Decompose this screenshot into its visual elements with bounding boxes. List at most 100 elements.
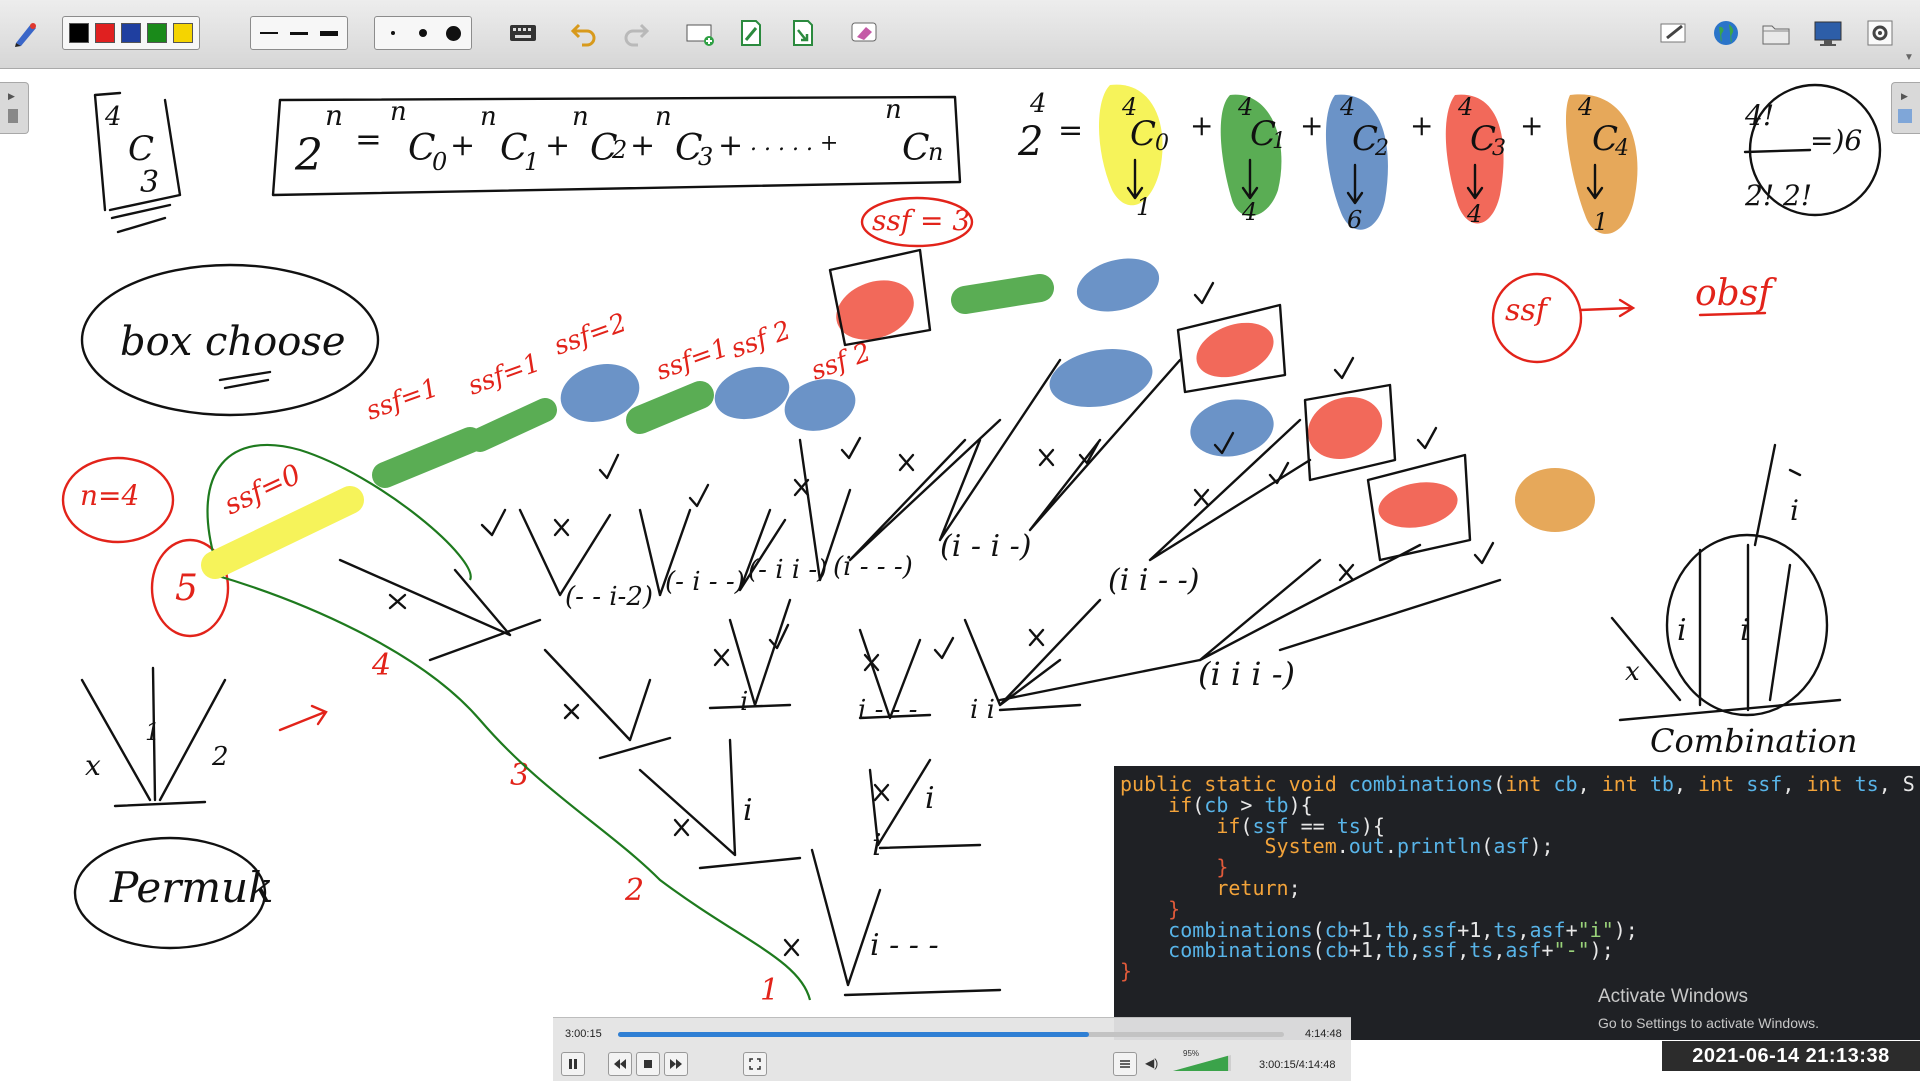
- stop-button[interactable]: [636, 1052, 660, 1076]
- svg-text:=: =: [1058, 113, 1083, 148]
- code-token: ssf: [1746, 772, 1783, 796]
- playlist-button[interactable]: [1113, 1052, 1137, 1076]
- code-token: "-": [1553, 938, 1590, 963]
- expansion-4: 4 2 = 4 C 0 + 4 C 1 + 4 C 2 + 4 C 3 + 4 …: [1017, 84, 1638, 236]
- recursion-tree: [338, 358, 1502, 997]
- settings-icon[interactable]: [1862, 14, 1898, 52]
- code-line: }: [1120, 959, 1132, 984]
- fullscreen-icon: [749, 1058, 761, 1070]
- code-token: +1,: [1348, 917, 1385, 942]
- globe-icon[interactable]: [1708, 14, 1744, 52]
- right-panel-tab[interactable]: ▶: [1891, 82, 1920, 134]
- line-width-medium[interactable]: [287, 24, 311, 42]
- undo-icon[interactable]: [566, 14, 602, 52]
- next-page-icon[interactable]: [784, 14, 820, 52]
- svg-text:C: C: [1250, 114, 1276, 154]
- svg-text:3: 3: [1492, 136, 1506, 161]
- line-width-thin[interactable]: [257, 24, 281, 42]
- nc3-superscript: 4: [104, 102, 122, 132]
- svg-text:1: 1: [524, 148, 539, 176]
- code-token: if: [1120, 813, 1241, 838]
- color-swatch-green[interactable]: [147, 23, 167, 43]
- code-token: int: [1698, 772, 1747, 796]
- svg-text:4: 4: [1121, 93, 1137, 121]
- code-token: ,: [1493, 938, 1506, 963]
- selected-boxes: [828, 248, 1472, 562]
- code-line: combinations(cb+1,tb,ssf+1,ts,asf+"i");: [1120, 918, 1638, 943]
- chevron-down-icon[interactable]: ▼: [1904, 52, 1914, 63]
- fullscreen-button[interactable]: [743, 1052, 767, 1076]
- nc3-subscript: 3: [140, 165, 159, 200]
- recording-timestamp: 2021-06-14 21:13:38: [1662, 1041, 1920, 1071]
- pause-button[interactable]: [561, 1052, 585, 1076]
- redo-icon[interactable]: [618, 14, 654, 52]
- color-swatch-blue[interactable]: [121, 23, 141, 43]
- folder-icon[interactable]: [1758, 14, 1794, 52]
- dot-size-large[interactable]: [441, 24, 465, 42]
- svg-text:2: 2: [611, 136, 627, 164]
- pen-icon[interactable]: [1656, 14, 1692, 52]
- svg-text:+: +: [1300, 109, 1323, 142]
- svg-text:n: n: [572, 102, 589, 132]
- svg-text:2: 2: [294, 130, 323, 181]
- color-swatch-red[interactable]: [95, 23, 115, 43]
- skip-back-button[interactable]: [608, 1052, 632, 1076]
- code-token: }: [1120, 896, 1181, 921]
- dot-size-medium[interactable]: [411, 24, 435, 42]
- svg-text:4: 4: [1614, 136, 1629, 161]
- code-token: combinations: [1120, 938, 1313, 963]
- keyboard-icon[interactable]: [505, 14, 541, 52]
- left-panel-tab[interactable]: ▶: [0, 82, 29, 134]
- code-token: combinations: [1120, 917, 1313, 942]
- svg-text:n: n: [390, 97, 407, 127]
- svg-text:ssf=1: ssf=1: [362, 373, 442, 427]
- svg-text:0: 0: [432, 148, 447, 176]
- watermark-title: Activate Windows: [1598, 986, 1748, 1007]
- code-token: cb: [1553, 772, 1578, 796]
- eraser-icon[interactable]: [846, 14, 882, 52]
- top-toolbar: ▼: [0, 0, 1920, 69]
- color-swatch-yellow[interactable]: [173, 23, 193, 43]
- volume-icon[interactable]: ◀): [1145, 1056, 1159, 1070]
- code-token: (: [1192, 792, 1205, 817]
- code-token: ,: [1517, 917, 1530, 942]
- code-token: .: [1336, 834, 1349, 859]
- whiteboard-canvas[interactable]: .ink{fill:none;stroke:#111;stroke-width:…: [0, 69, 1920, 1080]
- new-page-icon[interactable]: [682, 14, 718, 52]
- svg-text:(i i i -): (i i i -): [1198, 655, 1295, 693]
- code-token: (: [1240, 813, 1253, 838]
- code-token: }: [1120, 855, 1229, 880]
- pause-icon: [569, 1059, 577, 1069]
- skip-back-icon: [614, 1059, 626, 1069]
- previous-page-icon[interactable]: [732, 14, 768, 52]
- line-width-thick[interactable]: [317, 24, 341, 42]
- skip-forward-button[interactable]: [664, 1052, 688, 1076]
- svg-text:(i - i -): (i - i -): [940, 529, 1031, 564]
- code-token: ssf: [1421, 938, 1458, 963]
- code-token: combinations: [1348, 772, 1494, 796]
- expand-arrow-icon: ▶: [8, 91, 15, 101]
- svg-text:n: n: [655, 102, 672, 132]
- code-line: public static void combinations(int cb, …: [1120, 772, 1915, 797]
- monitor-icon[interactable]: [1810, 14, 1846, 52]
- pen-settings-icon[interactable]: [8, 14, 44, 52]
- seek-bar[interactable]: [618, 1032, 1284, 1037]
- svg-text:(i - - -): (i - - -): [833, 552, 913, 582]
- code-line: }: [1120, 897, 1180, 922]
- color-swatch-black[interactable]: [69, 23, 89, 43]
- code-line: combinations(cb+1,tb,ssf,ts,asf+"-");: [1120, 938, 1614, 963]
- svg-text:Combination: Combination: [1650, 722, 1857, 760]
- code-token: int: [1601, 772, 1650, 796]
- code-token: ;: [1288, 876, 1301, 900]
- dot-size-group: [374, 16, 472, 50]
- formula-text: 2 n = n C 0 + n C 1 + n C 2 + n C 3 + . …: [294, 95, 943, 181]
- code-token: );: [1529, 834, 1554, 859]
- volume-slider[interactable]: 95%: [1171, 1049, 1233, 1073]
- svg-text:i - - -: i - - -: [858, 695, 917, 725]
- dot-size-small[interactable]: [381, 24, 405, 42]
- code-token: +1,: [1457, 917, 1494, 942]
- code-token: ssf: [1421, 917, 1458, 942]
- position-readout: 3:00:15/4:14:48: [1259, 1059, 1336, 1071]
- svg-text:C: C: [408, 128, 436, 169]
- svg-text:2: 2: [211, 742, 229, 772]
